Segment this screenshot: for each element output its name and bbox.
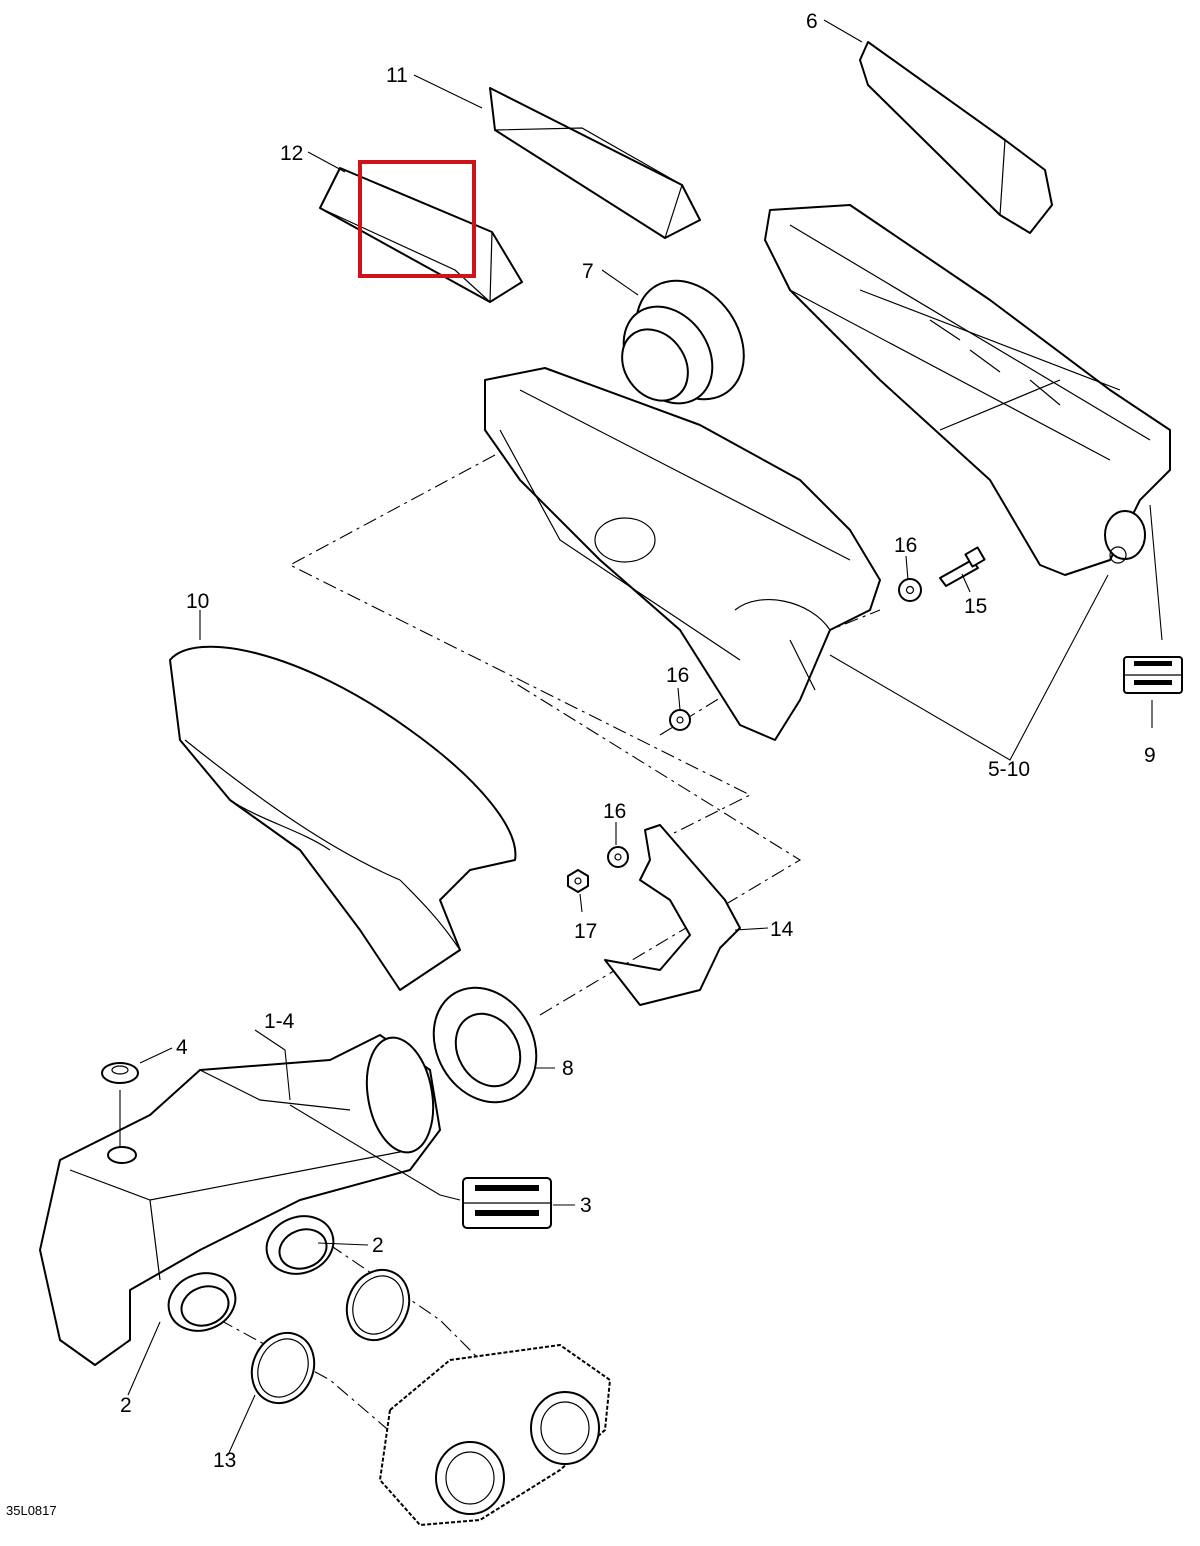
callout-2-right: 2: [372, 1234, 384, 1257]
part-5-10-housing: [764, 204, 1171, 576]
callout-8: 8: [562, 1057, 574, 1080]
part-13-clamps: [250, 1268, 411, 1405]
part-6-foam: [859, 41, 1053, 234]
callout-12: 12: [280, 142, 303, 165]
silencer-cover: [484, 367, 881, 741]
callout-6: 6: [806, 10, 818, 33]
callout-16-top: 16: [894, 534, 917, 557]
callout-17: 17: [574, 920, 597, 943]
callout-10: 10: [186, 590, 209, 613]
callout-5-10: 5-10: [988, 758, 1030, 781]
leader-lines: [119, 19, 1163, 1456]
callout-3: 3: [580, 1194, 592, 1217]
part-12-foam: [319, 167, 523, 303]
diagram-code: 35L0817: [6, 1503, 57, 1518]
callout-1-4: 1-4: [264, 1010, 295, 1033]
callout-numbers: 6 11 12 7 10 16 15 16 5-10 9 16 17 14 1-…: [6, 10, 1156, 1518]
fasteners: [567, 546, 986, 893]
part-11-foam: [489, 87, 701, 239]
callout-11: 11: [386, 64, 408, 87]
callout-16-mid: 16: [666, 664, 689, 687]
part-7-sleeve: [621, 279, 745, 405]
part-14-bracket: [604, 824, 741, 1006]
part-8-gasket: [432, 986, 538, 1104]
callout-7: 7: [582, 260, 594, 283]
callout-2-left: 2: [120, 1394, 132, 1417]
callout-16-low: 16: [603, 800, 626, 823]
callout-4: 4: [176, 1036, 188, 1059]
sticker-labels: [462, 656, 1183, 1229]
highlight-box: [358, 160, 476, 278]
part-2-adaptors: [167, 1215, 335, 1332]
callout-14: 14: [770, 918, 794, 941]
carburetor-assembly: [379, 1344, 611, 1526]
part-1-4-intake: [39, 1034, 441, 1366]
callout-15: 15: [964, 595, 987, 618]
callout-9: 9: [1144, 744, 1156, 767]
part-10-filter: [169, 645, 517, 991]
callout-13: 13: [213, 1449, 236, 1472]
